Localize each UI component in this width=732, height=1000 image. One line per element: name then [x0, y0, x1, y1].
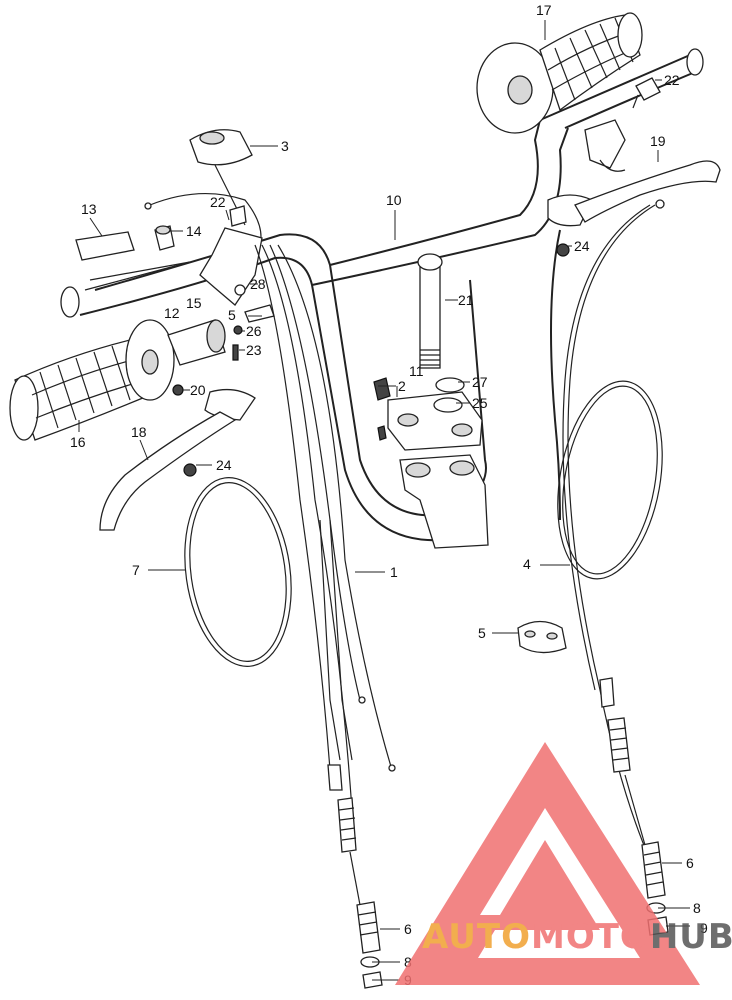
callout-4: 4 — [523, 556, 531, 572]
throttle-tube — [167, 319, 226, 366]
callout-28: 28 — [250, 276, 266, 292]
callout-2: 2 — [398, 378, 406, 394]
watermark-text-moto: MOTO — [531, 917, 650, 957]
svg-text:AUTOMOTOHUB: AUTOMOTOHUB — [422, 917, 732, 957]
callout-11: 11 — [409, 363, 424, 379]
callout-26: 26 — [246, 323, 262, 339]
cables — [184, 199, 665, 861]
switch-housing — [144, 129, 262, 246]
callout-1: 1 — [390, 564, 398, 580]
watermark: AUTOMOTOHUB — [395, 742, 732, 985]
callout-20: 20 — [190, 382, 206, 398]
callout-12: 12 — [164, 305, 180, 321]
callout-5b: 5 — [478, 625, 486, 641]
callout-6a: 6 — [404, 921, 412, 937]
watermark-text-auto: AUTO — [422, 917, 531, 957]
leader-lines — [78, 20, 690, 981]
callout-19: 19 — [650, 133, 666, 149]
callout-17: 17 — [536, 2, 552, 18]
left-grip — [9, 319, 175, 441]
right-lever — [547, 119, 721, 227]
cable-adjusters — [327, 677, 669, 989]
callout-27: 27 — [472, 374, 488, 390]
callout-15: 15 — [186, 295, 202, 311]
callout-16: 16 — [70, 434, 86, 450]
callout-22b: 22 — [664, 72, 680, 88]
callout-14: 14 — [186, 223, 202, 239]
right-grip — [476, 12, 643, 134]
left-lever — [99, 388, 256, 531]
callout-9b: 9 — [700, 920, 708, 936]
callout-22a: 22 — [210, 194, 226, 210]
callout-8a: 8 — [404, 954, 412, 970]
callout-24b: 24 — [574, 238, 590, 254]
small-parts — [75, 77, 661, 477]
watermark-logo — [395, 742, 700, 985]
callout-18: 18 — [131, 424, 147, 440]
handlebar — [60, 48, 704, 542]
callout-25: 25 — [472, 395, 488, 411]
callout-21: 21 — [458, 292, 474, 308]
callout-10: 10 — [386, 192, 402, 208]
callout-23: 23 — [246, 342, 262, 358]
callout-8b: 8 — [693, 900, 701, 916]
lever-perch-left — [199, 205, 263, 306]
handlebar-holder — [373, 253, 489, 549]
callout-5a: 5 — [228, 307, 236, 323]
callout-13: 13 — [81, 201, 97, 217]
callout-3: 3 — [281, 138, 289, 154]
callout-6b: 6 — [686, 855, 694, 871]
grommet — [517, 620, 567, 654]
callout-7: 7 — [132, 562, 140, 578]
callout-numbers: 1 2 3 4 5 5 6 6 7 8 8 9 9 10 11 12 13 14… — [70, 2, 708, 988]
watermark-text-hub: HUB — [650, 917, 732, 957]
callout-24a: 24 — [216, 457, 232, 473]
